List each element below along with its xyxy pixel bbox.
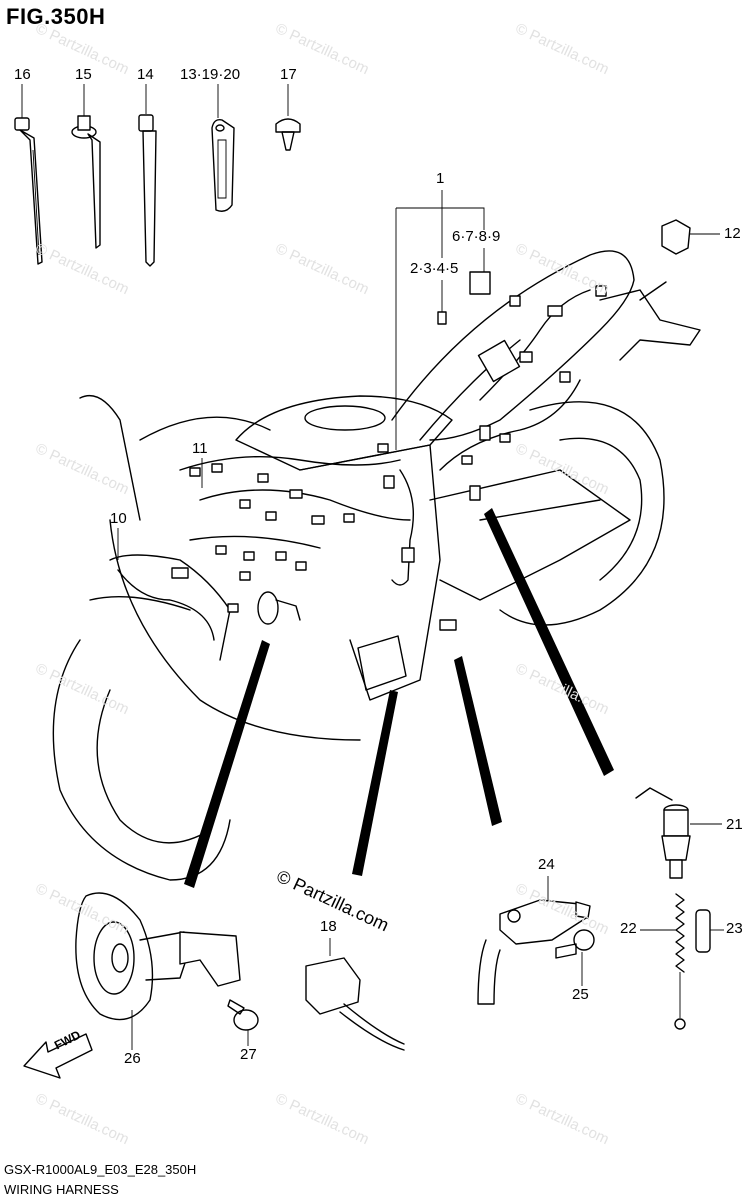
part-24-sensor (477, 876, 591, 1005)
callout-24: 24 (538, 856, 555, 873)
part-12-connector (661, 219, 720, 255)
part-23-tube (695, 909, 724, 953)
part-27-bolt (227, 999, 259, 1046)
part-18-sensor (305, 938, 405, 1051)
callout-27: 27 (240, 1046, 257, 1063)
callout-10: 10 (110, 510, 127, 527)
callout-13-19-20: 13·19·20 (180, 66, 241, 83)
part-13-clamp (211, 84, 235, 212)
horn-mounted (257, 591, 301, 625)
callout-11: 11 (192, 440, 208, 457)
part-14-cable-tie (138, 84, 157, 267)
callout-18: 18 (320, 918, 337, 935)
part-22-spring (640, 893, 686, 1030)
callout-25: 25 (572, 986, 589, 1003)
callout-26: 26 (124, 1050, 141, 1067)
part-25-bolt (555, 929, 595, 986)
callout-22: 22 (620, 920, 637, 937)
callout-12: 12 (724, 225, 741, 242)
part-17-clip (275, 84, 301, 151)
callout-23: 23 (726, 920, 743, 937)
part-26-horn (75, 892, 241, 1050)
diagram-caption: WIRING HARNESS (4, 1182, 119, 1197)
callout-14: 14 (137, 66, 154, 83)
callout-6-7-8-9: 6·7·8·9 (452, 228, 501, 245)
harness-connectors (171, 285, 607, 631)
part-15-clamp-tie (71, 84, 101, 249)
callout-17: 17 (280, 66, 297, 83)
callout-21: 21 (726, 816, 743, 833)
part-16-clamp-tie (14, 84, 43, 265)
callout-16: 16 (14, 66, 31, 83)
callout-15: 15 (75, 66, 92, 83)
fwd-arrow (23, 1033, 93, 1079)
wedge-pointers (184, 508, 614, 888)
callout-2-3-4-5: 2·3·4·5 (410, 260, 459, 277)
relay-group (395, 190, 491, 450)
figure-title: FIG.350H (6, 4, 106, 29)
callout-1: 1 (436, 170, 445, 187)
part-21-switch (635, 787, 722, 879)
model-code: GSX-R1000AL9_E03_E28_350H (4, 1162, 197, 1177)
